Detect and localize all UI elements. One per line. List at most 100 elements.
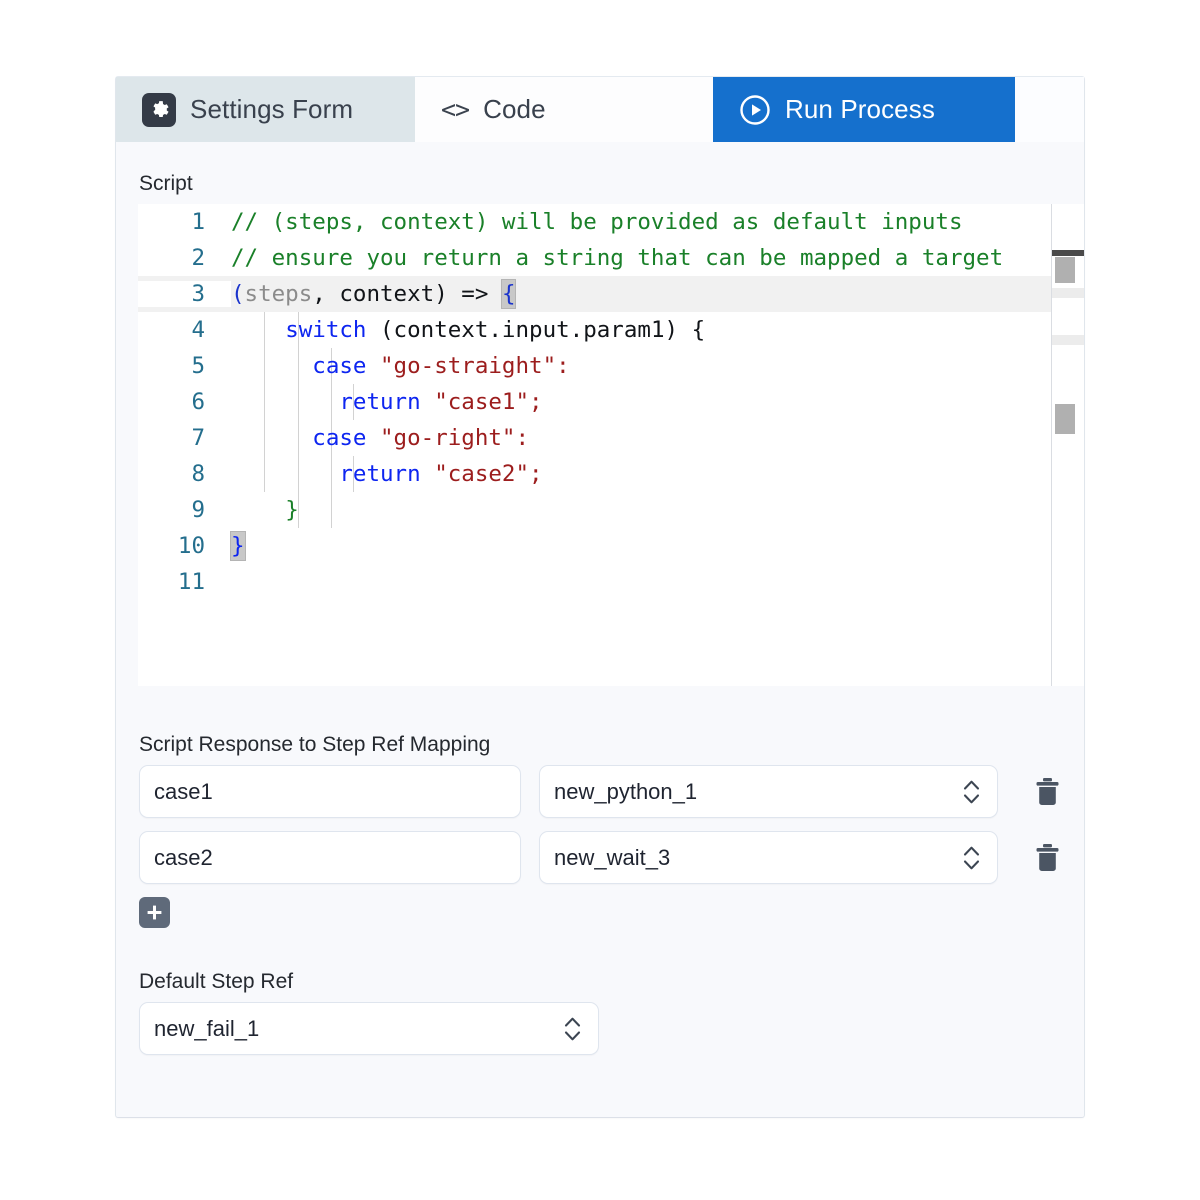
code-token-keyword: return bbox=[339, 461, 421, 487]
code-token-string: "case2" bbox=[434, 461, 530, 487]
indent-guide bbox=[298, 312, 299, 528]
plus-icon bbox=[147, 905, 162, 920]
code-line-text: } bbox=[230, 531, 246, 561]
code-line: 7 case "go-right": bbox=[138, 420, 1051, 456]
angle-brackets-icon: <> bbox=[441, 95, 470, 124]
trash-icon bbox=[1036, 843, 1058, 871]
code-token-colon: : bbox=[515, 425, 530, 451]
settings-body: Script 1 // (steps, context) will be pro… bbox=[116, 142, 1084, 1055]
add-mapping-row-button[interactable] bbox=[139, 897, 170, 928]
code-token-param: steps bbox=[244, 281, 313, 307]
line-number: 2 bbox=[191, 245, 205, 271]
line-number: 10 bbox=[177, 533, 205, 559]
chevron-updown-icon[interactable] bbox=[963, 779, 980, 804]
delete-mapping-row-button[interactable] bbox=[1030, 775, 1064, 809]
script-code-editor[interactable]: 1 // (steps, context) will be provided a… bbox=[138, 204, 1084, 686]
default-step-ref-section: new_fail_1 bbox=[116, 1002, 1084, 1055]
code-token-keyword: case bbox=[312, 425, 367, 451]
code-token-semicolon: ; bbox=[529, 389, 543, 415]
code-line: 4 switch (context.input.param1) { bbox=[138, 312, 1051, 348]
code-token-semicolon: ; bbox=[529, 461, 543, 487]
default-step-ref-value: new_fail_1 bbox=[154, 1015, 260, 1041]
code-line-text: switch (context.input.param1) { bbox=[231, 317, 705, 343]
code-token-colon: : bbox=[556, 353, 570, 379]
line-number: 8 bbox=[191, 461, 205, 487]
line-number: 9 bbox=[191, 497, 205, 523]
mapping-rows: new_python_1 bbox=[116, 765, 1084, 928]
code-line: 5 case "go-straight": bbox=[138, 348, 1051, 384]
indent-guide bbox=[264, 312, 265, 492]
code-line: 6 return "case1"; bbox=[138, 384, 1051, 420]
tab-bar: Settings Form <> Code Run Process bbox=[116, 77, 1084, 142]
code-token-keyword: switch bbox=[285, 317, 367, 343]
code-line: 8 return "case2"; bbox=[138, 456, 1051, 492]
tab-settings-form-label: Settings Form bbox=[190, 94, 354, 124]
code-line-text: return "case2"; bbox=[231, 461, 543, 487]
script-label: Script bbox=[139, 172, 193, 195]
horizontal-scrollbar-thumb[interactable] bbox=[1052, 250, 1084, 256]
code-line: 9 } bbox=[138, 492, 1051, 528]
tab-code-label: Code bbox=[483, 94, 546, 124]
code-line-text: // ensure you return a string that can b… bbox=[231, 245, 1004, 271]
line-number: 6 bbox=[191, 389, 205, 415]
code-line-text: case "go-right": bbox=[231, 425, 529, 451]
default-step-ref-select[interactable]: new_fail_1 bbox=[139, 1002, 599, 1055]
tab-settings-form[interactable]: Settings Form bbox=[116, 77, 415, 142]
step-ref-select-value: new_wait_3 bbox=[554, 844, 671, 870]
code-line-text: } bbox=[231, 497, 299, 523]
chevron-updown-icon[interactable] bbox=[963, 845, 980, 870]
line-number: 1 bbox=[191, 209, 205, 235]
code-line: 1 // (steps, context) will be provided a… bbox=[138, 204, 1051, 240]
code-line: 10 } bbox=[138, 528, 1051, 564]
indent-guide bbox=[331, 348, 332, 528]
code-token-keyword: case bbox=[312, 353, 367, 379]
code-token-plain: , context) => bbox=[312, 281, 502, 307]
step-ref-select-value: new_python_1 bbox=[554, 778, 698, 804]
code-editor-viewport[interactable]: 1 // (steps, context) will be provided a… bbox=[138, 204, 1051, 686]
step-ref-select[interactable]: new_wait_3 bbox=[539, 831, 998, 884]
editor-highlight-band bbox=[1052, 288, 1084, 298]
mapping-section-label: Script Response to Step Ref Mapping bbox=[139, 733, 491, 756]
trash-icon bbox=[1036, 777, 1058, 805]
line-number: 7 bbox=[191, 425, 205, 451]
gear-icon bbox=[142, 92, 176, 127]
mapping-key-input[interactable] bbox=[139, 831, 521, 884]
vertical-scrollbar-thumb[interactable] bbox=[1055, 257, 1075, 283]
tab-run-process-label: Run Process bbox=[785, 94, 935, 124]
default-step-ref-label: Default Step Ref bbox=[139, 970, 294, 993]
line-number: 11 bbox=[177, 569, 205, 595]
editor-highlight-band bbox=[1052, 335, 1084, 345]
code-line-text: return "case1"; bbox=[231, 389, 543, 415]
delete-mapping-row-button[interactable] bbox=[1030, 841, 1064, 875]
step-ref-select[interactable]: new_python_1 bbox=[539, 765, 998, 818]
chevron-updown-icon[interactable] bbox=[564, 1016, 581, 1041]
code-token-string: "case1" bbox=[434, 389, 530, 415]
code-line: 2 // ensure you return a string that can… bbox=[138, 240, 1051, 276]
code-line-text: (steps, context) => { bbox=[231, 279, 517, 309]
indent-guide bbox=[353, 384, 354, 420]
mapping-key-input[interactable] bbox=[139, 765, 521, 818]
code-token-string: "go-right" bbox=[380, 425, 516, 451]
code-token-plain: (context.input.param1) { bbox=[366, 317, 706, 343]
code-line: 11 bbox=[138, 564, 1051, 600]
code-token-brace: } bbox=[285, 497, 299, 523]
code-token-brace-match: } bbox=[230, 531, 246, 561]
code-token-paren: ( bbox=[231, 281, 245, 307]
code-line-active: 3 (steps, context) => { bbox=[138, 276, 1051, 312]
line-number: 3 bbox=[138, 281, 231, 307]
vertical-scrollbar-thumb[interactable] bbox=[1055, 404, 1075, 434]
line-number: 4 bbox=[191, 317, 205, 343]
code-token-keyword: return bbox=[339, 389, 421, 415]
code-line-text: case "go-straight": bbox=[231, 353, 570, 379]
table-row: new_wait_3 bbox=[139, 831, 1084, 884]
code-token-brace-match: { bbox=[500, 279, 517, 309]
editor-scroll-pane[interactable] bbox=[1051, 204, 1084, 686]
settings-card: Settings Form <> Code Run Process Script bbox=[116, 77, 1084, 1117]
table-row: new_python_1 bbox=[139, 765, 1084, 818]
tab-run-process[interactable]: Run Process bbox=[713, 77, 1015, 142]
line-number: 5 bbox=[191, 353, 205, 379]
code-line-text: // (steps, context) will be provided as … bbox=[231, 209, 963, 235]
code-token-string: "go-straight" bbox=[380, 353, 557, 379]
tab-code[interactable]: <> Code bbox=[415, 77, 713, 142]
